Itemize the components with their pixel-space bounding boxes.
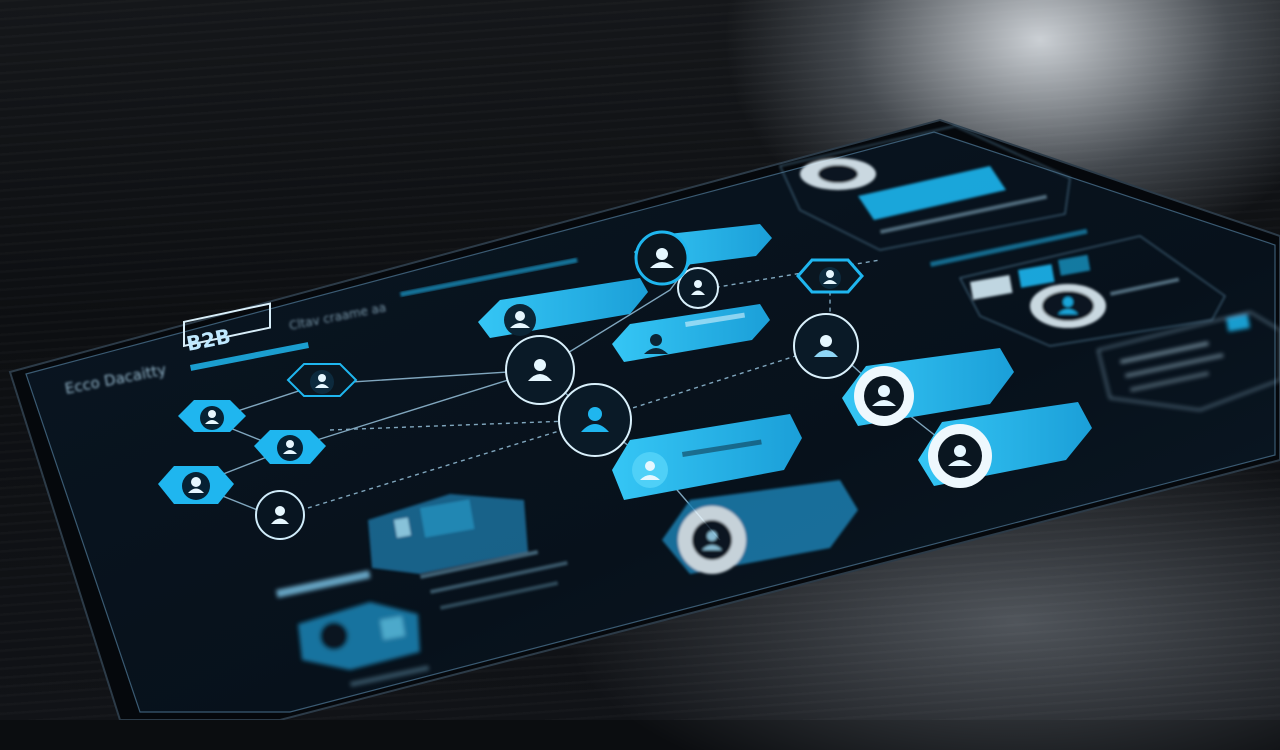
side-panel[interactable]: [1097, 311, 1280, 411]
person-icon: [948, 445, 972, 466]
circle-node[interactable]: [255, 490, 305, 540]
person-icon: [872, 385, 896, 406]
side-panel[interactable]: [779, 125, 1071, 251]
profile-card[interactable]: [612, 414, 802, 500]
profile-card[interactable]: [662, 480, 858, 574]
hex-node[interactable]: [254, 430, 326, 464]
person-icon: [528, 359, 552, 381]
person-icon: [691, 280, 705, 295]
person-icon: [283, 440, 297, 454]
circle-node[interactable]: [793, 313, 859, 379]
person-icon: [823, 270, 837, 284]
header-line-2: [400, 257, 578, 297]
profile-card[interactable]: [612, 304, 770, 362]
profile-card[interactable]: [478, 278, 648, 338]
side-panel[interactable]: [929, 228, 1226, 347]
circle-node[interactable]: [558, 383, 632, 457]
person-icon: [205, 410, 219, 424]
person-icon: [644, 334, 668, 354]
document-icon: [394, 517, 411, 538]
profile-card[interactable]: [842, 348, 1014, 426]
hex-node[interactable]: [796, 258, 864, 294]
circle-node[interactable]: [505, 335, 575, 405]
person-icon: [510, 311, 530, 328]
lock-icon: [380, 616, 406, 640]
person-icon: [640, 461, 660, 480]
hex-node[interactable]: [286, 363, 358, 397]
hex-node[interactable]: [158, 466, 234, 504]
header-accent-bar: [190, 342, 309, 371]
connector-lines: [193, 249, 961, 541]
profile-card[interactable]: [634, 224, 772, 286]
info-widget[interactable]: [276, 570, 430, 687]
circle-node[interactable]: [677, 267, 719, 309]
tablet-display: B2B Ecco Dacaitty Cltav craame aa: [8, 118, 1280, 720]
profile-card[interactable]: [918, 402, 1092, 488]
person-icon: [1058, 297, 1078, 314]
hex-node[interactable]: [178, 400, 246, 432]
group-icon: [581, 407, 609, 432]
person-icon: [188, 477, 204, 493]
b2b-badge: [183, 302, 271, 348]
person-icon: [315, 374, 329, 388]
person-icon: [271, 506, 289, 524]
person-icon: [650, 248, 674, 268]
group-icon: [814, 335, 838, 357]
person-icon: [702, 531, 722, 550]
info-widget[interactable]: [368, 494, 568, 610]
